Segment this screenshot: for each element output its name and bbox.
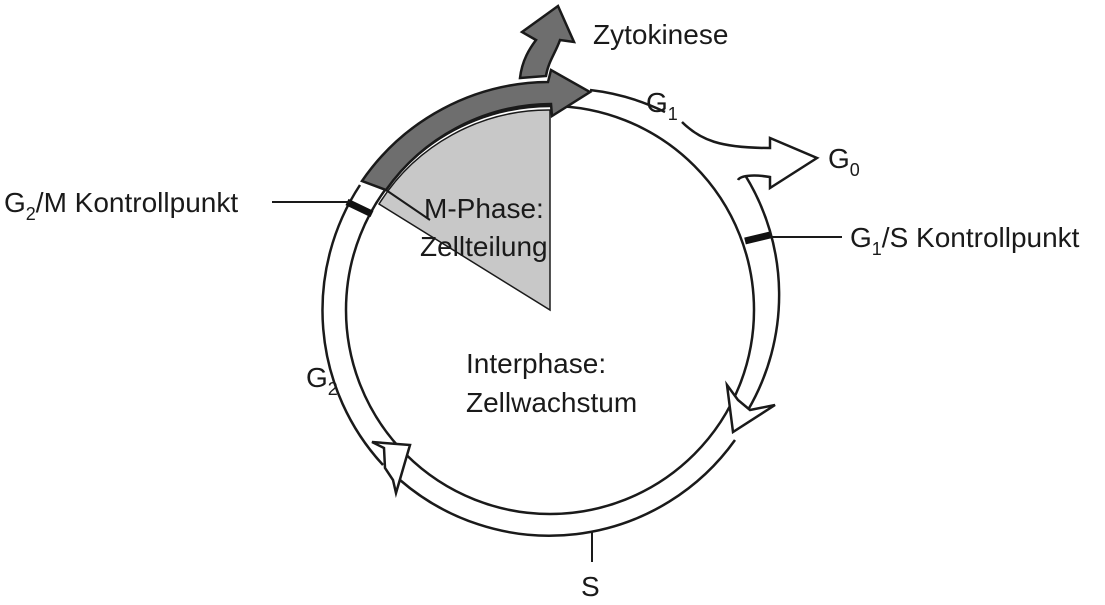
interphase-label-line1: Interphase: <box>466 348 606 379</box>
cytokinesis-label: Zytokinese <box>593 19 728 50</box>
g1s-checkpoint-bar <box>744 231 771 245</box>
cytokinesis-arrow <box>518 4 577 80</box>
g2m-checkpoint-bar <box>345 198 374 218</box>
g1s-checkpoint-label: G1/S Kontrollpunkt <box>850 222 1080 259</box>
s-label: S <box>581 571 600 602</box>
g1-label: G1 <box>646 87 678 124</box>
g1-arrowhead <box>725 380 776 435</box>
g2-arc <box>321 184 384 466</box>
m-phase-arrow <box>360 68 593 192</box>
interphase-label-line2: Zellwachstum <box>466 387 637 418</box>
m-phase-label-line1: M-Phase: <box>424 193 544 224</box>
s-arrowhead <box>371 440 412 498</box>
m-phase-leader-line <box>385 189 431 221</box>
g0-label: G0 <box>828 143 860 180</box>
s-arc <box>399 439 737 537</box>
g0-exit-arrow <box>681 121 820 191</box>
g2m-checkpoint-label: G2/M Kontrollpunkt <box>4 187 238 224</box>
m-phase-label-line2: Zellteilung <box>420 231 548 262</box>
g1-arc <box>743 174 781 411</box>
g1-top-arc <box>589 88 666 114</box>
g2-label: G2 <box>306 362 338 399</box>
m-phase-wedge <box>377 109 551 312</box>
